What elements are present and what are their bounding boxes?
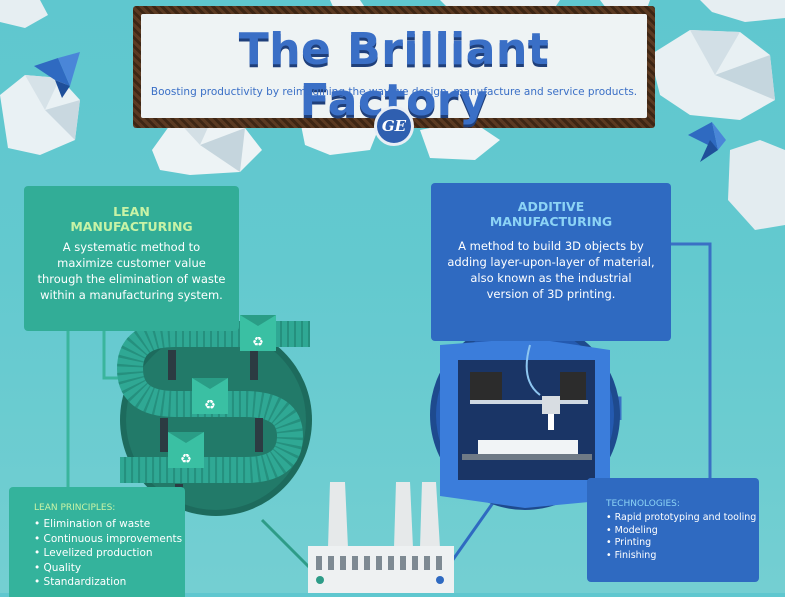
lean-principles-list: • Elimination of waste • Continuous impr…	[34, 517, 182, 590]
additive-desc-line4: version of 3D printing.	[486, 287, 616, 301]
recycle-box-3: ♻	[168, 432, 204, 468]
printer-illustration	[430, 320, 620, 510]
recycle-icon: ♻	[180, 452, 192, 467]
recycle-box-2: ♻	[192, 378, 228, 414]
additive-title-line2: MANUFACTURING	[489, 214, 613, 229]
lean-desc-line2: maximize customer value	[57, 256, 206, 270]
list-item: • Finishing	[606, 549, 657, 561]
list-item: • Modeling	[606, 524, 658, 536]
ge-logo-icon: GE	[374, 106, 414, 146]
additive-title-line1: ADDITIVE	[517, 199, 585, 214]
recycle-icon: ♻	[252, 335, 264, 350]
lean-desc-line4: within a manufacturing system.	[40, 288, 223, 302]
cloud-top-right	[700, 0, 785, 22]
cloud-top-left	[0, 0, 48, 28]
lean-desc-line3: through the elimination of waste	[37, 272, 226, 286]
additive-desc-line1: A method to build 3D objects by	[458, 239, 644, 253]
additive-desc-line2: adding layer-upon-layer of material,	[447, 255, 655, 269]
lean-desc-line1: A systematic method to	[62, 240, 201, 254]
origami-bird-icon-left	[34, 52, 80, 98]
recycle-box-1: ♻	[240, 315, 276, 351]
cloud-right-lower	[728, 140, 785, 230]
technologies-list: • Rapid prototyping and tooling • Modeli…	[606, 512, 756, 562]
list-item: • Standardization	[34, 576, 127, 588]
lean-principles-card: LEAN PRINCIPLES: • Elimination of waste …	[9, 487, 185, 597]
lean-title-line1: LEAN	[113, 204, 150, 219]
list-item: • Quality	[34, 561, 82, 574]
technologies-card: TECHNOLOGIES: • Rapid prototyping and to…	[587, 478, 759, 582]
list-item: • Elimination of waste	[34, 518, 151, 530]
list-item: • Printing	[606, 537, 652, 548]
page-subtitle: Boosting productivity by reimagining the…	[150, 86, 638, 98]
origami-bird-icon-right	[688, 122, 726, 162]
additive-manufacturing-card: ADDITIVE MANUFACTURING A method to build…	[431, 183, 671, 341]
title-sign-panel	[141, 14, 647, 118]
factory-illustration	[308, 482, 454, 593]
list-item: • Continuous improvements	[34, 532, 183, 545]
cloud-left	[0, 75, 80, 155]
additive-desc-line3: also known as the industrial	[470, 271, 632, 285]
lean-manufacturing-card: LEAN MANUFACTURING A systematic method t…	[24, 186, 239, 331]
lean-conveyor-illustration: ♻ ♻ ♻	[116, 315, 312, 516]
lean-principles-title: LEAN PRINCIPLES:	[34, 503, 116, 513]
list-item: • Rapid prototyping and tooling	[606, 512, 757, 523]
lean-title-line2: MANUFACTURING	[70, 219, 193, 234]
recycle-icon: ♻	[204, 398, 216, 413]
technologies-title: TECHNOLOGIES:	[606, 499, 680, 509]
cloud-right	[650, 30, 775, 120]
additive-connector-line	[671, 242, 712, 478]
list-item: • Levelized production	[34, 547, 153, 559]
connector-lines	[66, 242, 712, 580]
